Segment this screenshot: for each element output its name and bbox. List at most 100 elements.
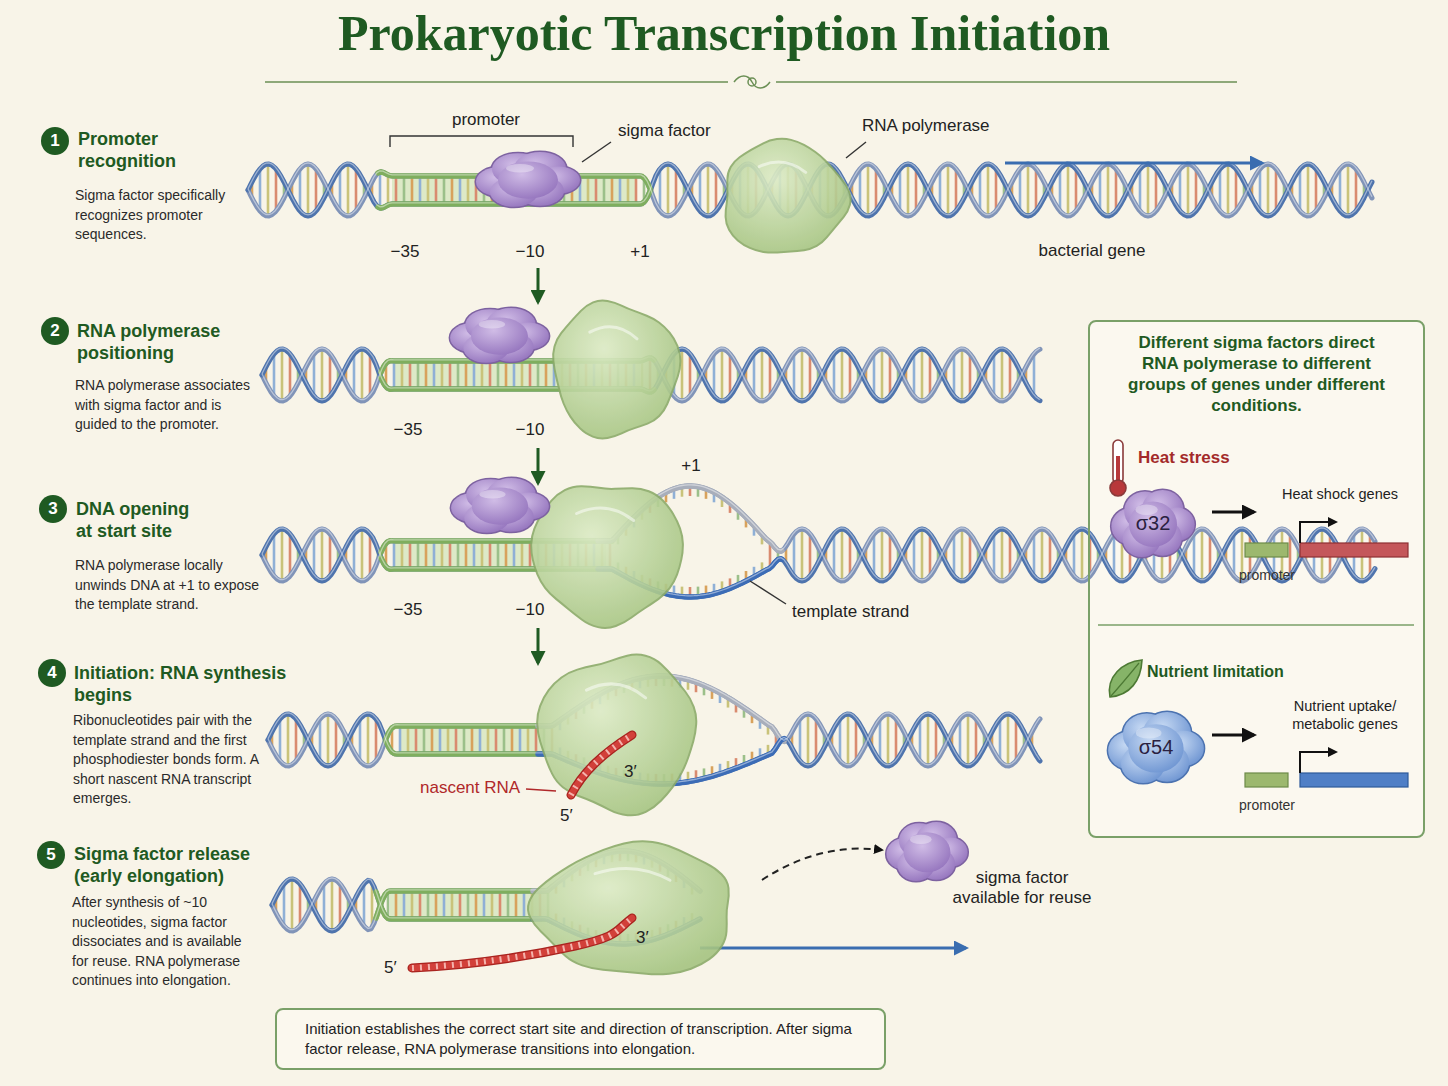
base-pair xyxy=(603,176,606,204)
panel-divider xyxy=(1098,624,1414,625)
position-number: 3′ xyxy=(636,928,649,948)
step-number: 4 xyxy=(38,659,66,687)
base-pair xyxy=(489,361,492,389)
gene-label: Nutrient uptake/ metabolic genes xyxy=(1280,697,1410,733)
base-pair xyxy=(369,534,372,576)
title: Prokaryotic Transcription Initiation xyxy=(0,4,1448,62)
step-description: RNA polymerase locally unwinds DNA at +1… xyxy=(75,556,265,615)
rna-polymerase-highlight xyxy=(759,162,806,172)
base-pair xyxy=(1209,534,1212,576)
base-pair xyxy=(331,879,334,931)
base-pair xyxy=(281,349,284,401)
condition-heading: Nutrient limitation xyxy=(1147,662,1284,682)
unpaired-base xyxy=(703,768,706,776)
strand-highlight xyxy=(262,528,1375,596)
base-pair xyxy=(929,534,932,576)
base-pair xyxy=(439,726,442,754)
base-pair xyxy=(511,726,514,754)
base-pair xyxy=(281,529,284,581)
base-pair xyxy=(761,349,764,401)
base-pair xyxy=(489,541,492,569)
direction-arrow xyxy=(700,947,966,950)
base-pair xyxy=(833,534,836,576)
base-pair xyxy=(841,349,844,401)
sigma-factor-blob xyxy=(1111,490,1194,557)
base-pair xyxy=(313,354,316,396)
leaf-vein xyxy=(1111,663,1139,696)
base-pair xyxy=(289,534,292,576)
base-pair xyxy=(267,164,270,216)
sigma-lobe xyxy=(904,832,951,872)
base-pair xyxy=(1201,529,1204,581)
base-pair xyxy=(959,719,962,761)
sigma-lobe xyxy=(904,832,951,872)
base-pair xyxy=(455,726,458,754)
base-pair xyxy=(801,529,804,581)
base-pair xyxy=(279,719,282,761)
base-pair xyxy=(1115,169,1118,211)
leaf-icon xyxy=(1109,660,1142,697)
base-pair xyxy=(487,726,490,754)
step-number-text: 2 xyxy=(50,321,59,341)
base-pair xyxy=(611,176,614,204)
position-number: −35 xyxy=(394,420,423,440)
base-pair xyxy=(999,719,1002,761)
sigma-lobe xyxy=(1128,724,1183,772)
leader-line xyxy=(750,581,786,604)
rna-polymerase xyxy=(537,655,696,816)
leader-line xyxy=(526,789,556,791)
step-number: 1 xyxy=(41,127,69,155)
sigma-lobe xyxy=(472,487,528,524)
title-rule xyxy=(776,81,1237,82)
gene-bar xyxy=(1300,773,1408,787)
base-pair xyxy=(259,169,262,211)
sigma-lobe xyxy=(471,317,528,354)
base-pair xyxy=(1347,164,1350,216)
base-pair xyxy=(1107,164,1110,216)
sigma-lobe xyxy=(471,317,528,354)
base-pair xyxy=(1113,534,1116,576)
base-pair xyxy=(465,361,468,389)
unpaired-base xyxy=(695,770,698,778)
transcription-start-arrow xyxy=(1300,522,1336,543)
base-pair xyxy=(1275,169,1278,211)
unpaired-base xyxy=(697,587,700,595)
base-pair xyxy=(1187,164,1190,216)
unpaired-base xyxy=(689,587,692,595)
step-number-text: 3 xyxy=(48,499,57,519)
unpaired-base xyxy=(681,587,684,595)
base-pair xyxy=(521,541,524,569)
base-pair xyxy=(689,354,692,396)
base-pair xyxy=(889,354,892,396)
step-number-text: 4 xyxy=(47,663,56,683)
base-pair xyxy=(921,349,924,401)
base-pair xyxy=(721,349,724,401)
base-pair xyxy=(339,169,342,211)
base-pair xyxy=(409,541,412,569)
base-pair xyxy=(499,891,502,919)
promoter-bracket xyxy=(390,136,573,147)
base-pair xyxy=(793,534,796,576)
base-pair xyxy=(635,176,638,204)
base-pair xyxy=(907,164,910,216)
base-pair xyxy=(1081,529,1084,581)
direction-arrow xyxy=(1005,162,1262,165)
unpaired-base xyxy=(711,766,714,774)
rna-polymerase-body xyxy=(537,655,696,816)
base-pair xyxy=(361,349,364,401)
base-pair xyxy=(873,354,876,396)
base-pair xyxy=(275,169,278,211)
sigma-highlight xyxy=(479,320,506,329)
base-pair xyxy=(913,354,916,396)
base-pair xyxy=(815,719,818,761)
base-pair xyxy=(449,361,452,389)
base-pair xyxy=(1041,529,1044,581)
dna-double-helix xyxy=(262,485,1375,597)
nascent-rna xyxy=(571,735,632,795)
base-pair xyxy=(295,719,298,761)
base-pair xyxy=(1179,169,1182,211)
base-pair xyxy=(433,541,436,569)
base-pair xyxy=(1139,169,1142,211)
base-pair xyxy=(801,349,804,401)
base-pair xyxy=(841,529,844,581)
